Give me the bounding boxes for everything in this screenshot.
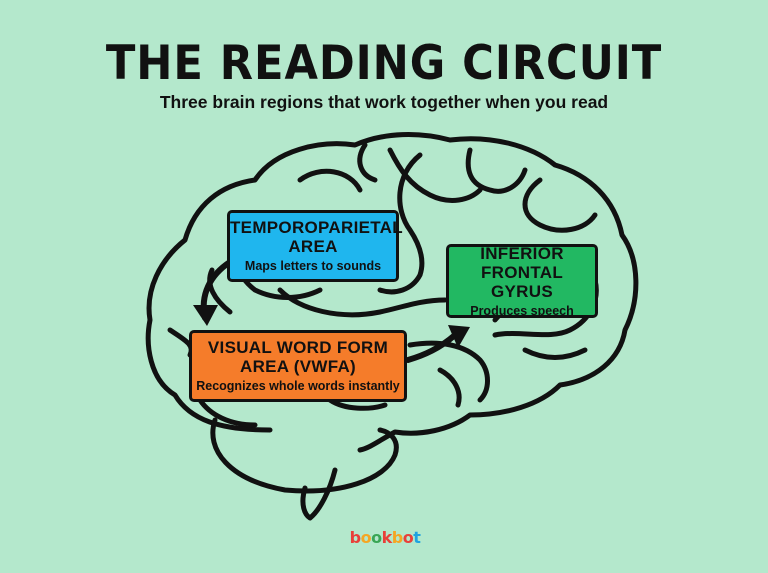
temporoparietal-area-box: TEMPOROPARIETAL AREA Maps letters to sou…: [227, 210, 403, 282]
region-name-line2: AREA (VWFA): [240, 357, 356, 376]
arrow-right-icon: [448, 325, 470, 348]
region-description: Produces speech: [470, 303, 574, 318]
region-name-line1: VISUAL WORD FORM: [207, 338, 389, 357]
logo-letter: o: [371, 528, 382, 547]
brain-outer-outline: [145, 132, 639, 453]
region-name-line1: TEMPOROPARIETAL: [230, 218, 403, 237]
brain-stem-outline: [300, 467, 338, 521]
region-name-line2: AREA: [288, 237, 338, 256]
inferior-frontal-gyrus-box: INFERIOR FRONTAL GYRUS Produces speech: [446, 244, 598, 318]
logo-letter: t: [413, 528, 421, 547]
visual-word-form-area-box: VISUAL WORD FORM AREA (VWFA) Recognizes …: [189, 330, 407, 402]
region-name-line2: FRONTAL GYRUS: [480, 262, 564, 301]
cerebellum-outline: [210, 417, 399, 494]
logo-letter: o: [360, 528, 372, 547]
page-subtitle: Three brain regions that work together w…: [159, 92, 609, 112]
page-title: THE READING CIRCUIT: [105, 36, 663, 91]
logo-letter: o: [402, 528, 414, 547]
arrow-vwfa-to-ifg: [405, 332, 458, 363]
logo-letter: b: [391, 528, 403, 547]
arrow-down-icon: [193, 305, 218, 326]
logo-letter: k: [381, 528, 393, 547]
region-name-line1: INFERIOR: [480, 243, 564, 263]
region-description: Maps letters to sounds: [244, 259, 382, 273]
region-description: Recognizes whole words instantly: [196, 379, 400, 393]
bookbot-logo: bookbot: [345, 528, 425, 547]
logo-letter: b: [349, 528, 361, 547]
